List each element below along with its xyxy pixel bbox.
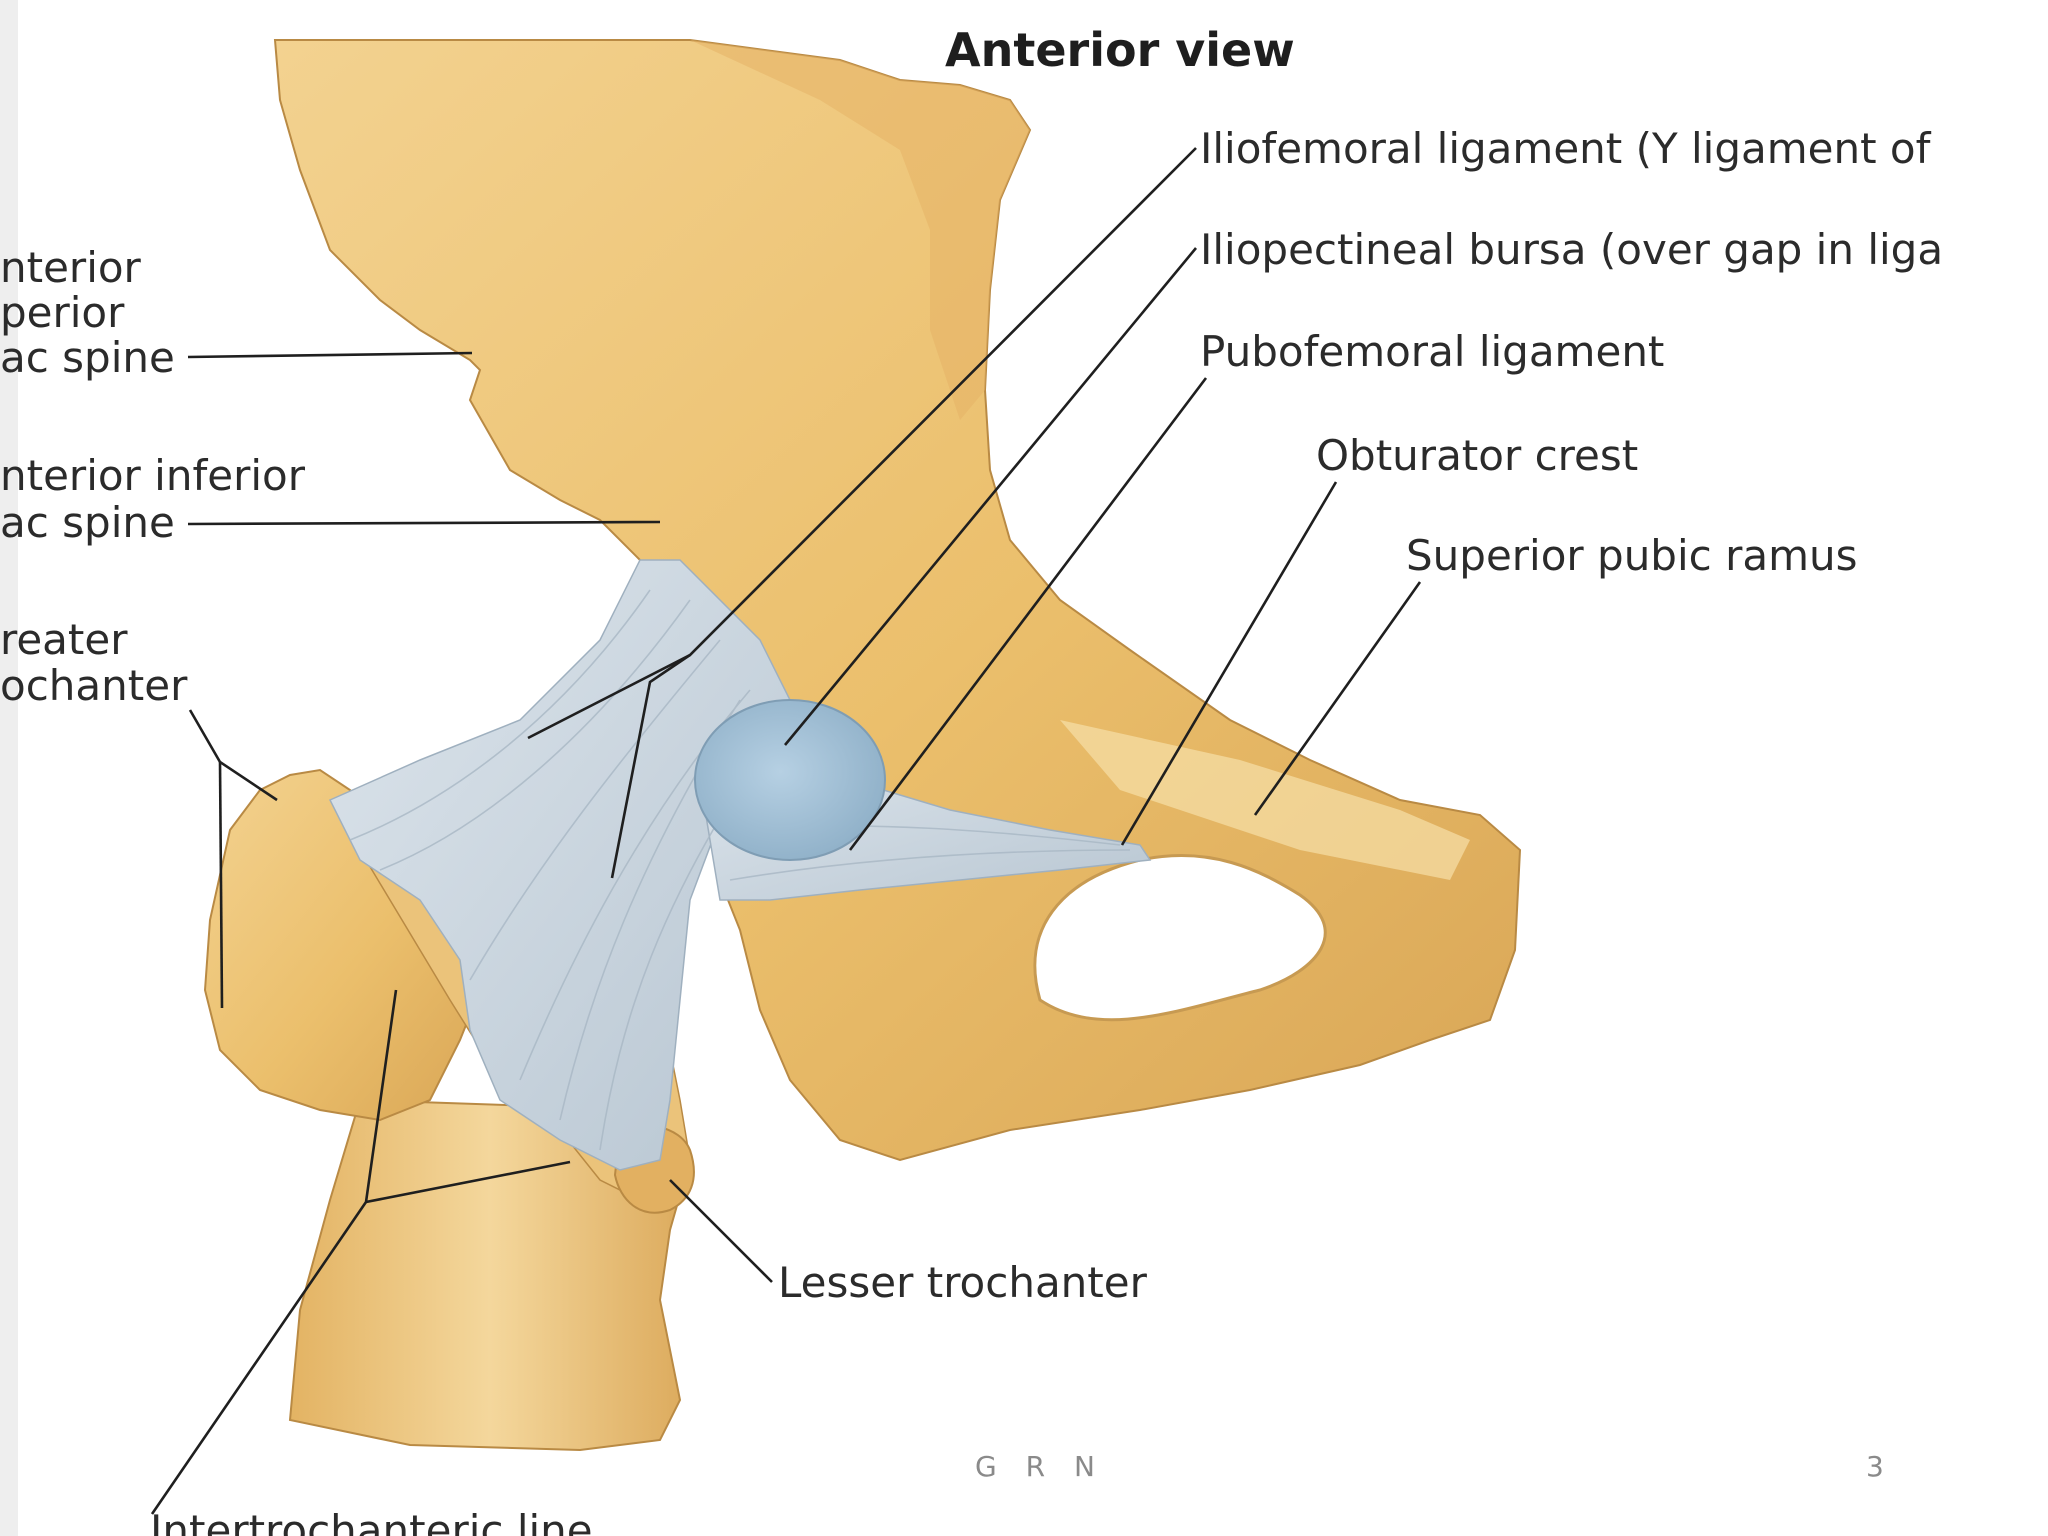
label-aiis-line1: nterior inferior (0, 451, 306, 500)
leader-pubofemoral-ligament (848, 377, 1208, 851)
ilium-shading (690, 40, 1030, 420)
leader-obturator-crest (1120, 481, 1338, 846)
page-number: 3 (1866, 1450, 1884, 1483)
leader-iliofemoral-ligament-2 (610, 653, 691, 879)
label-greater-trochanter-line1: reater (0, 615, 128, 664)
leader-asis (187, 351, 473, 359)
leader-greater-trochanter (188, 709, 278, 802)
label-asis-line1: nterior (0, 243, 142, 292)
left-page-edge (0, 0, 18, 1536)
label-asis-line3: ac spine (0, 333, 175, 382)
label-intertrochanteric-line: Intertrochanteric line (150, 1506, 593, 1536)
label-obturator-crest: Obturator crest (1316, 431, 1638, 480)
label-lesser-trochanter: Lesser trochanter (778, 1258, 1148, 1307)
footer-initials: G R N (975, 1450, 1105, 1483)
leader-lesser-trochanter (669, 1179, 773, 1283)
label-aiis-line2: ac spine (0, 498, 175, 547)
obturator-foramen (1033, 853, 1327, 1022)
view-title: Anterior view (945, 23, 1295, 77)
label-pubofemoral-ligament: Pubofemoral ligament (1200, 327, 1664, 376)
leader-intertrochanteric-line-2 (365, 1160, 571, 1204)
leader-lines (150, 147, 1422, 1515)
label-greater-trochanter-line2: ochanter (0, 661, 188, 710)
leader-greater-trochanter-2 (218, 761, 224, 1009)
label-superior-pubic-ramus: Superior pubic ramus (1406, 531, 1858, 580)
label-iliopectineal-bursa: Iliopectineal bursa (over gap in liga (1200, 225, 1943, 274)
leader-aiis (187, 520, 661, 526)
iliofemoral-ligament (328, 559, 791, 1171)
iliopectineal-bursa (694, 699, 886, 861)
leader-iliopectineal-bursa (783, 247, 1198, 746)
leader-superior-pubic-ramus (1253, 581, 1422, 816)
label-iliofemoral-ligament: Iliofemoral ligament (Y ligament of (1200, 124, 1932, 173)
ligaments (328, 559, 1152, 1171)
label-asis-line2: perior (0, 288, 125, 337)
